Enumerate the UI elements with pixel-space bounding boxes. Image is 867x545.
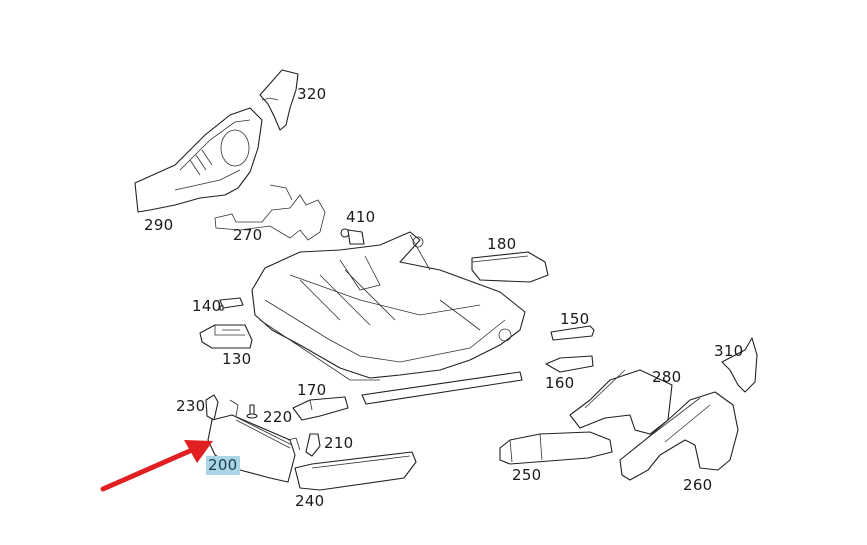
part-180-shape — [471, 251, 549, 283]
part-230-shape — [205, 394, 219, 421]
label-160: 160 — [545, 374, 575, 392]
label-130: 130 — [222, 350, 252, 368]
label-170: 170 — [297, 381, 327, 399]
part-240-shape — [294, 451, 417, 491]
label-260: 260 — [683, 476, 713, 494]
label-230: 230 — [176, 397, 206, 415]
label-280: 280 — [652, 368, 682, 386]
label-180: 180 — [487, 235, 517, 253]
part-130-shape — [199, 324, 253, 349]
part-160-shape — [545, 355, 594, 373]
pointer-arrow — [100, 440, 213, 492]
label-220: 220 — [263, 408, 293, 426]
label-410: 410 — [346, 208, 376, 226]
part-280-shape — [569, 369, 673, 435]
part-310-shape — [721, 337, 758, 393]
part-270-shape — [214, 184, 326, 241]
part-210-shape — [305, 433, 321, 457]
part-290-shape — [134, 107, 263, 213]
label-320: 320 — [297, 85, 327, 103]
part-250-shape — [499, 431, 613, 465]
label-290: 290 — [144, 216, 174, 234]
label-250: 250 — [512, 466, 542, 484]
part-200-shape — [207, 399, 301, 483]
part-260-shape — [619, 391, 739, 481]
label-210: 210 — [324, 434, 354, 452]
label-140: 140 — [192, 297, 222, 315]
part-410-shape — [340, 228, 365, 245]
label-240: 240 — [295, 492, 325, 510]
part-150-shape — [550, 325, 595, 341]
label-200-highlighted: 200 — [206, 456, 240, 475]
label-150: 150 — [560, 310, 590, 328]
part-140-shape — [219, 297, 244, 311]
label-310: 310 — [714, 342, 744, 360]
seat-frame-shape — [251, 231, 526, 405]
part-170-shape — [292, 396, 349, 421]
part-320-shape — [259, 69, 299, 131]
label-270: 270 — [233, 226, 263, 244]
part-220-shape — [246, 404, 258, 419]
